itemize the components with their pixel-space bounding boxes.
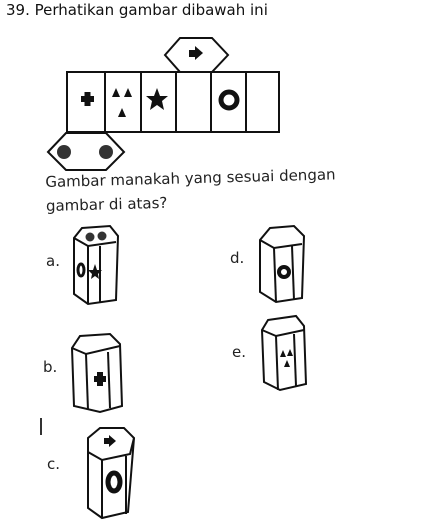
option-b-prism[interactable] [66,330,136,420]
option-e-prism[interactable] [256,314,316,404]
option-d-prism[interactable] [254,222,314,312]
option-c-label[interactable]: c. [47,455,61,473]
option-a-prism[interactable] [70,222,130,312]
arrow-right-icon [104,435,116,447]
option-d-label[interactable]: d. [230,249,245,267]
option-c-prism[interactable] [78,426,148,526]
plus-icon [81,92,94,106]
three-triangles-icon [112,88,132,117]
net-face-strip [66,71,280,133]
net-bottom-hexagon [46,132,126,171]
dot-icon [97,231,107,241]
option-e-label[interactable]: e. [232,343,246,361]
option-a-label[interactable]: a. [46,252,60,270]
dot-icon [85,232,95,242]
ring-icon [105,470,123,494]
question-title: 39. Perhatikan gambar dibawah ini [6,1,268,19]
question-prompt: Gambar manakah yang sesuai dengan gambar… [45,162,336,218]
three-triangles-icon [280,349,293,367]
ring-icon [76,262,86,278]
ring-icon [218,89,240,111]
stray-mark [40,418,42,435]
dot-icon [57,145,71,159]
ring-icon [277,265,291,279]
star-icon [88,264,102,279]
arrow-right-icon [189,46,203,60]
dot-icon [99,145,113,159]
star-icon [146,88,168,110]
net-top-hexagon [163,37,230,73]
option-b-label[interactable]: b. [43,358,58,376]
plus-icon [94,372,106,386]
